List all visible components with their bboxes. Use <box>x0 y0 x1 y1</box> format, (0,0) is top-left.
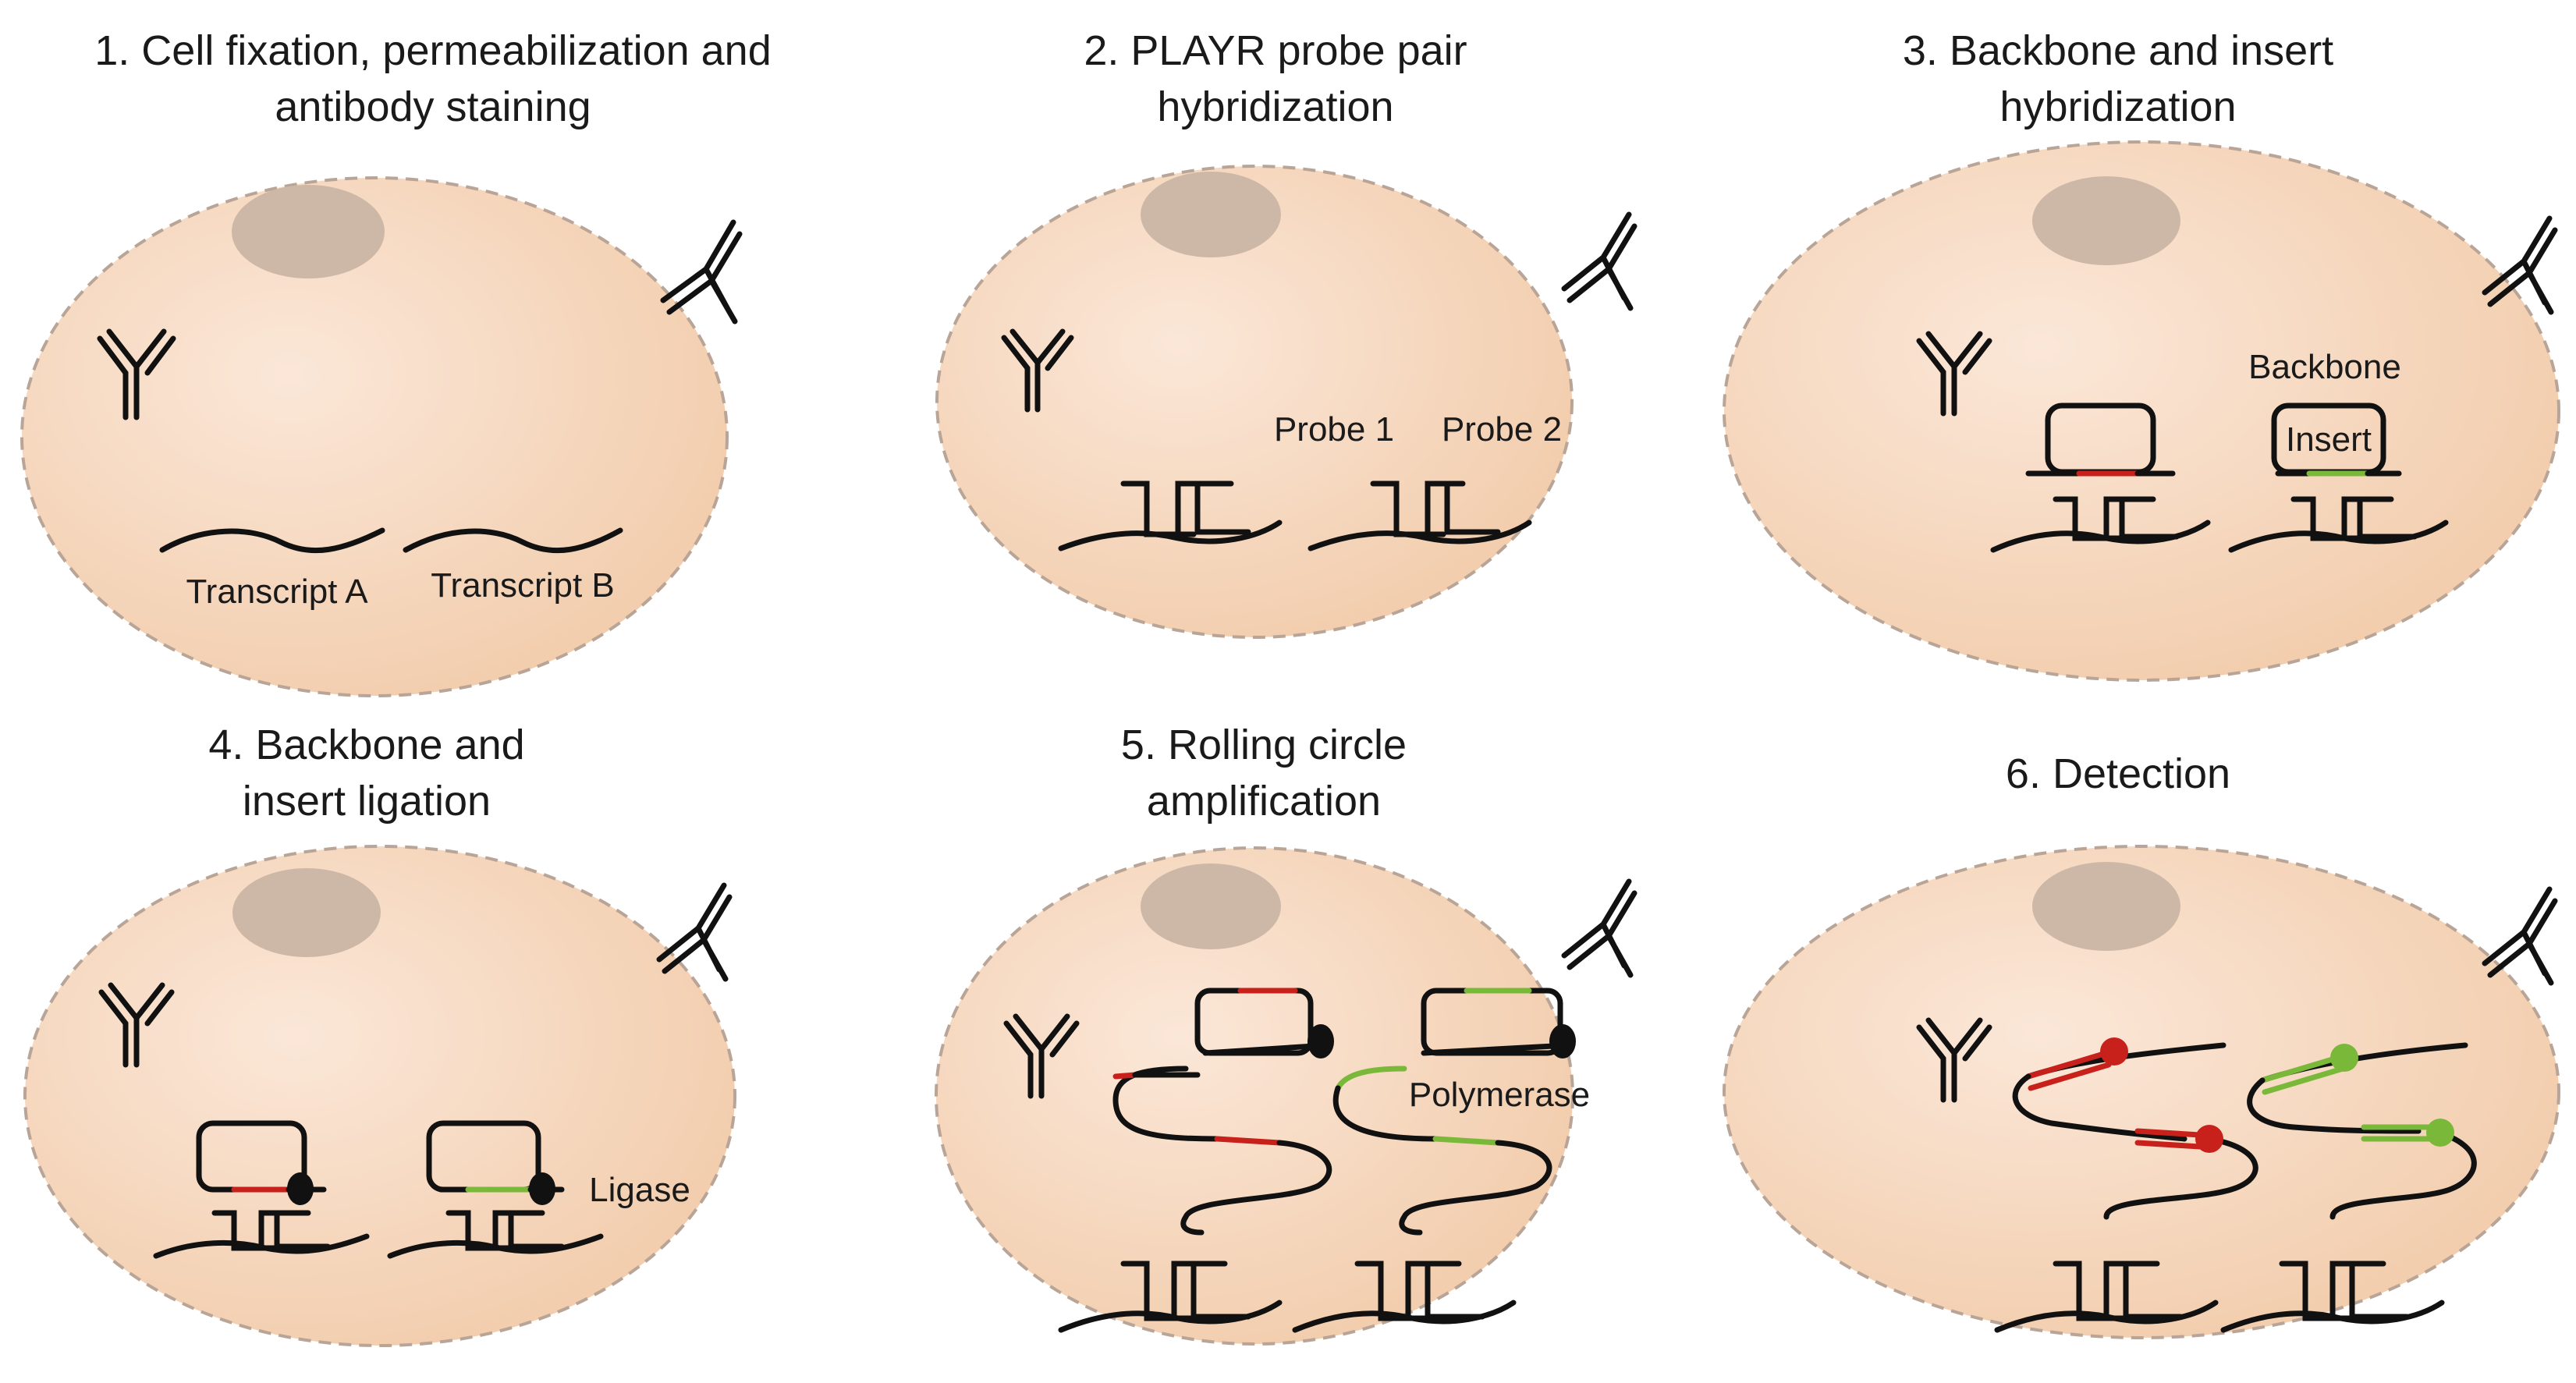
green-fluorophore-icon <box>2426 1119 2454 1147</box>
cell <box>935 846 1574 1346</box>
antibody-icon <box>1916 1017 1992 1103</box>
polymerase-icon <box>1549 1024 1576 1059</box>
antibody-icon <box>656 882 733 982</box>
panel-6-title: 6. Detection <box>2006 750 2230 797</box>
antibody-icon <box>1001 328 1074 413</box>
cell <box>935 165 1574 639</box>
probe-pair-a <box>1058 481 1283 551</box>
antibody-icon <box>1916 331 1992 417</box>
panel-4: Ligase <box>23 845 736 1347</box>
transcript-a-strand <box>159 527 385 554</box>
cell <box>20 176 729 697</box>
panel-2-title-line-2: hybridization <box>1157 83 1393 130</box>
transcript-a-label: Transcript A <box>186 573 368 611</box>
panel-3: Backbone Insert <box>1723 140 2560 682</box>
backbone-label: Backbone <box>2248 348 2401 386</box>
antibody-icon <box>98 982 175 1068</box>
antibody-icon <box>660 219 743 324</box>
antibody-icon <box>2482 886 2558 986</box>
nucleus <box>1141 863 1281 949</box>
cell <box>23 845 736 1347</box>
panel-4-title-line-2: insert ligation <box>243 778 491 824</box>
detection-product-a <box>1994 1042 2258 1333</box>
nucleus <box>232 868 381 957</box>
panel-2-title-line-1: 2. PLAYR probe pair <box>1084 27 1467 74</box>
panel-1: Transcript A Transcript B <box>20 176 743 697</box>
panel-1-title-line-2: antibody staining <box>275 83 591 130</box>
detection-product-b <box>2220 1042 2477 1333</box>
polymerase-label: Polymerase <box>1409 1076 1590 1114</box>
polymerase-icon <box>1308 1024 1334 1059</box>
antibody-icon <box>1561 878 1637 978</box>
rca-product-b <box>1292 988 1571 1333</box>
nucleus <box>2032 176 2180 265</box>
assembly-a <box>1990 402 2211 553</box>
nucleus <box>232 185 385 278</box>
antibody-icon <box>97 328 176 420</box>
transcript-b-strand <box>403 527 623 554</box>
panel-3-title-line-2: hybridization <box>1999 83 2236 130</box>
ligase-label: Ligase <box>589 1171 690 1209</box>
panel-3-title: 3. Backbone and insert hybridization <box>1903 27 2333 130</box>
panel-2: Probe 1 Probe 2 <box>935 165 1637 639</box>
assembly-b <box>2228 402 2449 553</box>
ligase-icon <box>529 1172 555 1205</box>
panel-5: Polymerase <box>935 846 1637 1346</box>
panel-5-title-line-2: amplification <box>1147 778 1381 824</box>
green-fluorophore-icon <box>2330 1044 2358 1072</box>
cell <box>1723 140 2560 682</box>
rca-product-a <box>1058 988 1332 1333</box>
transcript-b-label: Transcript B <box>431 566 615 605</box>
probe-1-label: Probe 1 <box>1274 410 1394 449</box>
panel-5-title: 5. Rolling circle amplification <box>1121 722 1407 824</box>
ligase-icon <box>287 1172 314 1205</box>
panel-2-title: 2. PLAYR probe pair hybridization <box>1084 27 1467 130</box>
insert-label: Insert <box>2286 420 2372 459</box>
red-fluorophore-icon <box>2100 1037 2128 1066</box>
panel-6 <box>1723 845 2560 1339</box>
panel-1-title: 1. Cell fixation, permeabilization and a… <box>94 27 771 130</box>
red-fluorophore-icon <box>2195 1125 2223 1153</box>
nucleus <box>2032 862 2180 951</box>
panel-4-title: 4. Backbone and insert ligation <box>208 722 524 824</box>
cell <box>1723 845 2560 1339</box>
ligated-assembly-a <box>153 1120 370 1259</box>
panel-6-title-line-1: 6. Detection <box>2006 750 2230 797</box>
panel-3-title-line-1: 3. Backbone and insert <box>1903 27 2333 74</box>
panel-4-title-line-1: 4. Backbone and <box>208 722 524 768</box>
probe-2-label: Probe 2 <box>1442 410 1562 449</box>
ligated-assembly-b <box>387 1120 604 1259</box>
panel-5-title-line-1: 5. Rolling circle <box>1121 722 1407 768</box>
antibody-icon <box>1561 211 1637 311</box>
antibody-icon <box>2482 215 2558 315</box>
panel-1-title-line-1: 1. Cell fixation, permeabilization and <box>94 27 771 74</box>
probe-pair-b <box>1308 481 1532 551</box>
antibody-icon <box>1003 1013 1080 1099</box>
nucleus <box>1141 172 1281 257</box>
